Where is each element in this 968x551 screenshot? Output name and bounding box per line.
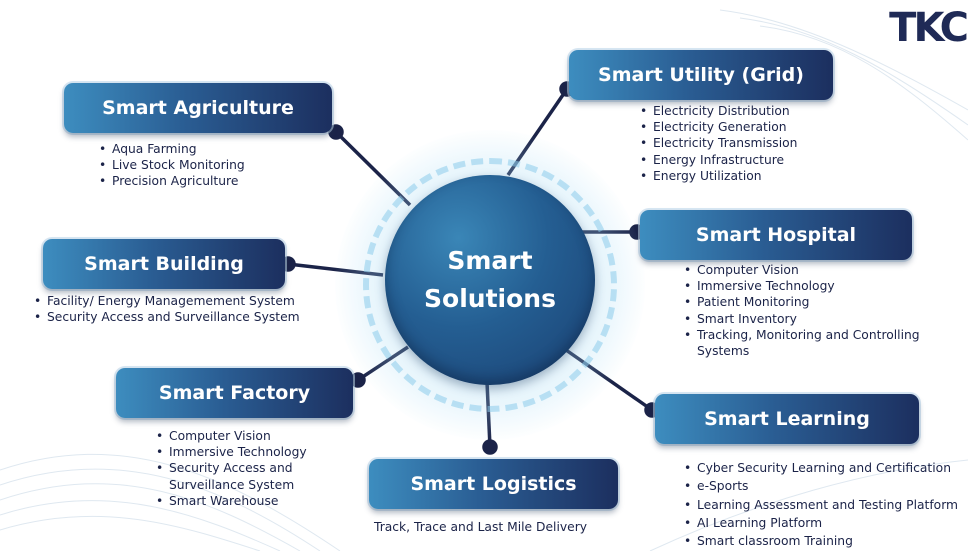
node-smart-agriculture: Smart Agriculture xyxy=(64,83,332,133)
node-smart-hospital: Smart Hospital xyxy=(640,210,912,260)
list-item: Cyber Security Learning and Certificatio… xyxy=(684,459,958,478)
list-item: AI Learning Platform xyxy=(684,514,958,533)
list-item: Smart Inventory xyxy=(684,311,934,327)
node-smart-factory-title: Smart Factory xyxy=(158,382,311,404)
list-item: Energy Utilization xyxy=(640,168,797,184)
list-item: Facility/ Energy Managemement System xyxy=(34,293,300,309)
center-title: Smart Solutions xyxy=(424,246,556,313)
node-smart-logistics: Smart Logistics xyxy=(369,459,618,509)
list-item: Smart classroom Training xyxy=(684,532,958,551)
list-item: Live Stock Monitoring xyxy=(99,157,245,173)
node-smart-learning-title: Smart Learning xyxy=(704,408,870,430)
smart-learning-list: Cyber Security Learning and Certificatio… xyxy=(684,459,958,551)
list-item: e-Sports xyxy=(684,477,958,496)
connector-dot-logistics xyxy=(482,439,498,455)
list-item: Computer Vision xyxy=(156,428,316,444)
list-item: Electricity Generation xyxy=(640,119,797,135)
list-item: Tracking, Monitoring and Controlling Sys… xyxy=(684,327,934,359)
connector-agriculture xyxy=(334,130,412,207)
center-hub: Smart Solutions xyxy=(335,130,645,440)
node-smart-hospital-title: Smart Hospital xyxy=(695,224,857,246)
list-item: Security Access and Surveillance System xyxy=(34,309,300,325)
list-item: Learning Assessment and Testing Platform xyxy=(684,496,958,515)
smart-factory-list: Computer Vision Immersive Technology Sec… xyxy=(156,428,316,509)
company-logo: TKC xyxy=(889,5,968,51)
list-item: Computer Vision xyxy=(684,262,934,278)
node-smart-logistics-title: Smart Logistics xyxy=(410,473,577,495)
list-item: Aqua Farming xyxy=(99,141,245,157)
connector-dot-agriculture xyxy=(328,124,344,140)
center-circle: Smart Solutions xyxy=(385,175,595,385)
list-item: Security Access and Surveillance System xyxy=(156,460,316,492)
list-item: Immersive Technology xyxy=(156,444,316,460)
smart-building-list: Facility/ Energy Managemement System Sec… xyxy=(34,293,300,326)
smart-logistics-text: Track, Trace and Last Mile Delivery xyxy=(374,520,588,534)
list-item: Smart Warehouse xyxy=(156,493,316,509)
node-smart-learning: Smart Learning xyxy=(655,394,919,444)
smart-hospital-list: Computer Vision Immersive Technology Pat… xyxy=(684,262,934,359)
list-item: Precision Agriculture xyxy=(99,173,245,189)
center-ring xyxy=(363,158,617,412)
node-smart-building: Smart Building xyxy=(43,239,285,289)
list-item: Immersive Technology xyxy=(684,278,934,294)
node-smart-building-title: Smart Building xyxy=(84,253,244,275)
node-smart-factory: Smart Factory xyxy=(116,368,353,418)
smart-utility-list: Electricity Distribution Electricity Gen… xyxy=(640,103,797,184)
smart-agriculture-list: Aqua Farming Live Stock Monitoring Preci… xyxy=(99,141,245,190)
node-smart-utility: Smart Utility (Grid) xyxy=(569,50,833,100)
list-item: Electricity Transmission xyxy=(640,135,797,151)
list-item: Electricity Distribution xyxy=(640,103,797,119)
list-item: Patient Monitoring xyxy=(684,294,934,310)
node-smart-utility-title: Smart Utility (Grid) xyxy=(598,64,804,86)
node-smart-agriculture-title: Smart Agriculture xyxy=(102,97,294,119)
list-item: Energy Infrastructure xyxy=(640,152,797,168)
